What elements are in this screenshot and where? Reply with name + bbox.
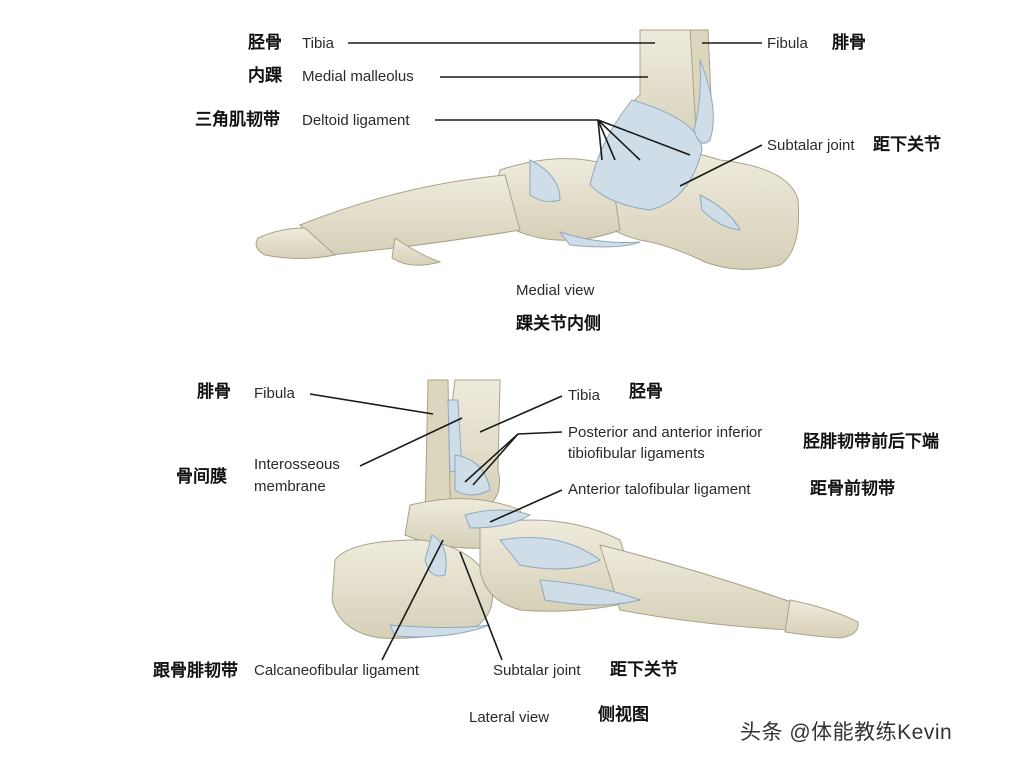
label-tibiofib-zh: 胫腓韧带前后下端 bbox=[803, 432, 939, 451]
medial-metatarsal-bones bbox=[299, 174, 521, 256]
label-medial-fibula-zh: 腓骨 bbox=[832, 33, 866, 52]
label-medial-tibia-zh: 胫骨 bbox=[248, 33, 282, 52]
label-medial-fibula-en: Fibula bbox=[767, 35, 808, 52]
leader-deltoid-branch-2 bbox=[597, 119, 616, 161]
medial-foot-drawing bbox=[255, 29, 800, 270]
label-lateral-subtalar-zh: 距下关节 bbox=[610, 660, 678, 679]
leader-cfl bbox=[381, 539, 444, 661]
caption-medial-view-en: Medial view bbox=[516, 282, 595, 299]
leader-atfl bbox=[489, 489, 563, 523]
leader-lateral-fibula bbox=[309, 393, 434, 415]
medial-toe-bones bbox=[255, 227, 337, 259]
label-atfl-zh: 距骨前韧带 bbox=[810, 479, 895, 498]
leader-tibiofib-branch-1 bbox=[464, 433, 519, 483]
caption-medial-view-zh: 踝关节内侧 bbox=[516, 314, 601, 333]
caption-lateral-view-en: Lateral view bbox=[469, 709, 550, 726]
label-deltoid-en: Deltoid ligament bbox=[302, 112, 410, 129]
label-tibiofib-en-line1: Posterior and anterior inferior bbox=[568, 424, 763, 441]
label-medial-malleolus-zh: 内踝 bbox=[248, 66, 282, 85]
leader-medial-subtalar bbox=[679, 144, 763, 187]
label-medial-malleolus-en: Medial malleolus bbox=[302, 68, 414, 85]
label-interosseous-en-line2: membrane bbox=[254, 478, 326, 495]
leader-lateral-tibia bbox=[479, 395, 563, 433]
caption-lateral-view-zh: 侧视图 bbox=[598, 705, 649, 724]
label-deltoid-zh: 三角肌韧带 bbox=[195, 110, 280, 129]
label-atfl-en: Anterior talofibular ligament bbox=[568, 481, 751, 498]
watermark-text: 头条 @体能教练Kevin bbox=[740, 721, 953, 744]
label-lateral-fibula-en: Fibula bbox=[254, 385, 295, 402]
label-medial-subtalar-en: Subtalar joint bbox=[767, 137, 855, 154]
label-interosseous-en-line1: Interosseous bbox=[254, 456, 340, 473]
lateral-leader-lines bbox=[309, 393, 563, 661]
leader-interosseous bbox=[359, 417, 463, 467]
lateral-metatarsal-bones bbox=[599, 544, 801, 631]
medial-leader-lines bbox=[348, 42, 763, 187]
leader-deltoid-branch-1 bbox=[597, 119, 603, 161]
leader-deltoid-branch-3 bbox=[597, 119, 641, 161]
label-tibiofib-en-line2: tibiofibular ligaments bbox=[568, 445, 705, 462]
leader-tibiofib-branch-2 bbox=[472, 433, 519, 486]
label-cfl-zh: 跟骨腓韧带 bbox=[153, 661, 238, 680]
label-medial-tibia-en: Tibia bbox=[302, 35, 334, 52]
label-lateral-tibia-zh: 胫骨 bbox=[629, 382, 663, 401]
label-lateral-subtalar-en: Subtalar joint bbox=[493, 662, 581, 679]
leader-deltoid-branch-4 bbox=[597, 119, 691, 156]
label-medial-subtalar-zh: 距下关节 bbox=[873, 135, 941, 154]
leader-lateral-subtalar bbox=[459, 551, 503, 661]
label-cfl-en: Calcaneofibular ligament bbox=[254, 662, 420, 679]
label-lateral-tibia-en: Tibia bbox=[568, 387, 600, 404]
label-interosseous-zh: 骨间膜 bbox=[176, 467, 227, 486]
lateral-toe-bones bbox=[784, 599, 859, 639]
lateral-calcaneus-bone bbox=[331, 539, 493, 639]
leader-tibiofib-main bbox=[517, 431, 563, 435]
label-lateral-fibula-zh: 腓骨 bbox=[197, 382, 231, 401]
